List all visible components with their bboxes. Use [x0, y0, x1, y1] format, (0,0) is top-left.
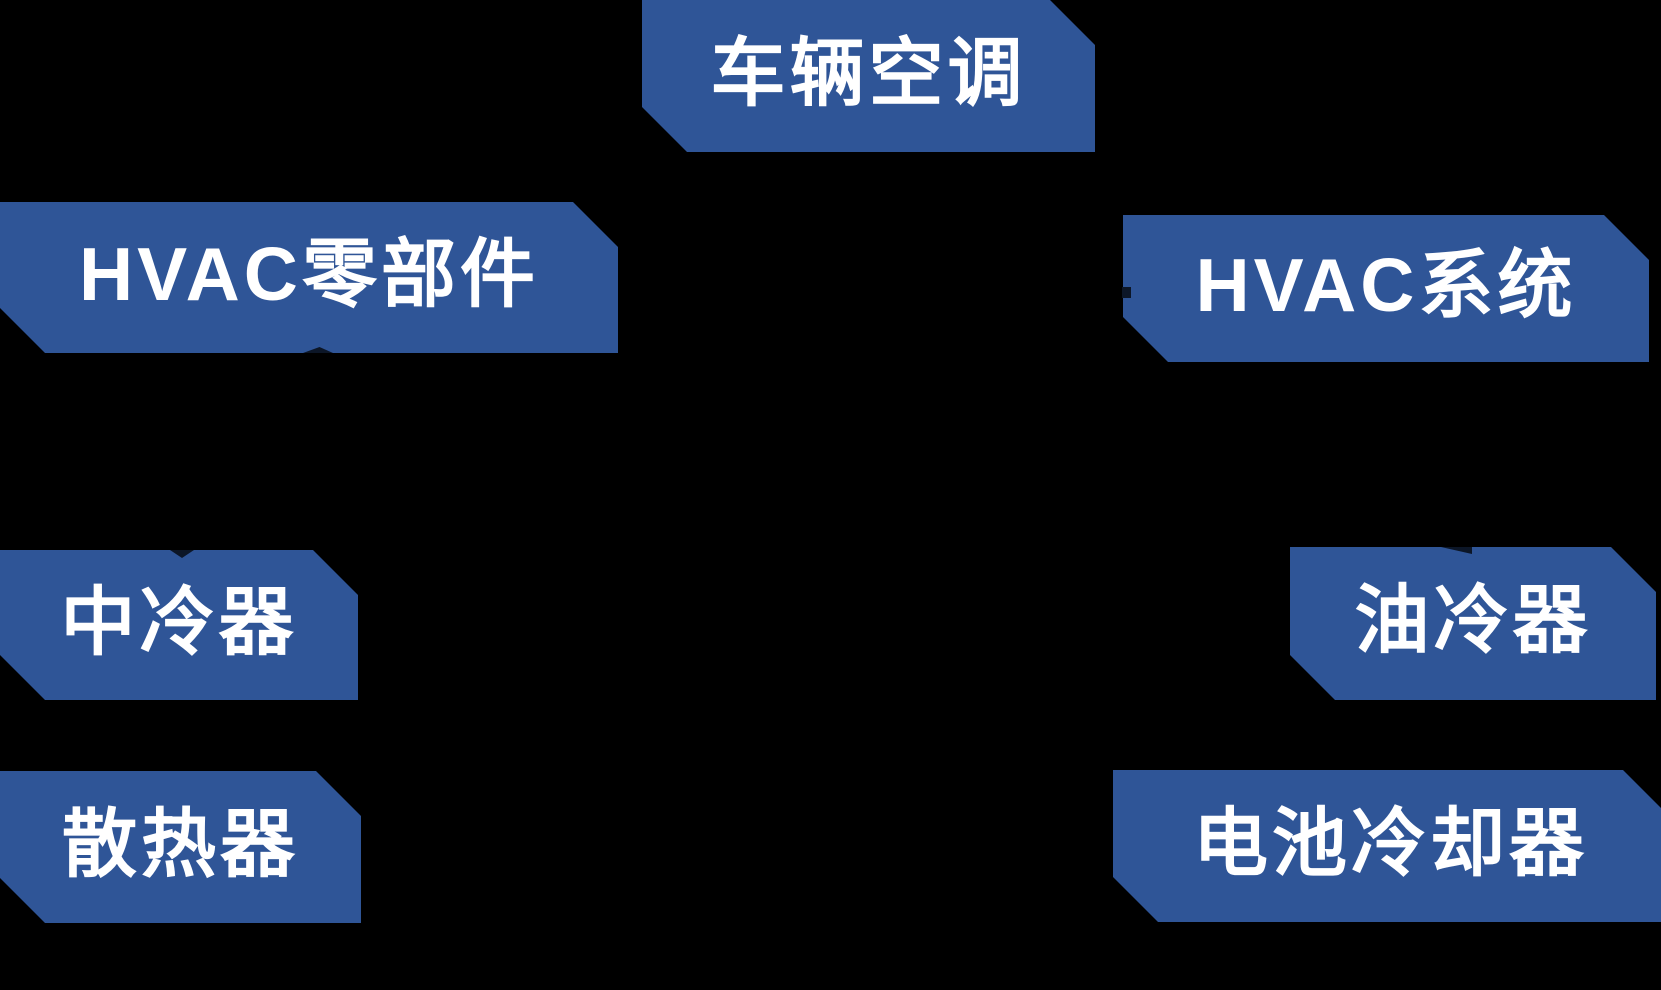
node-intercooler: 中冷器 — [0, 550, 358, 700]
connector-tip-artifact — [170, 550, 194, 558]
node-oil-cooler-label: 油冷器 — [1354, 578, 1592, 662]
node-hvac-parts-label: HVAC零部件 — [79, 232, 539, 316]
node-vehicle-ac: 车辆空调 — [642, 0, 1095, 152]
node-hvac-system: HVAC系统 — [1123, 215, 1649, 362]
node-intercooler-label: 中冷器 — [60, 579, 298, 664]
connector-tip-artifact — [1441, 547, 1472, 554]
node-hvac-parts: HVAC零部件 — [0, 202, 618, 353]
node-radiator: 散热器 — [0, 771, 361, 923]
node-battery-cooler: 电池冷却器 — [1113, 770, 1661, 922]
node-radiator-label: 散热器 — [61, 801, 299, 886]
node-oil-cooler: 油冷器 — [1290, 547, 1656, 700]
node-vehicle-ac-label: 车辆空调 — [710, 30, 1027, 115]
node-hvac-system-label: HVAC系统 — [1195, 243, 1577, 327]
node-battery-cooler-label: 电池冷却器 — [1192, 800, 1588, 885]
connector-tip-artifact — [1122, 287, 1131, 298]
connector-tip-artifact — [303, 347, 333, 353]
